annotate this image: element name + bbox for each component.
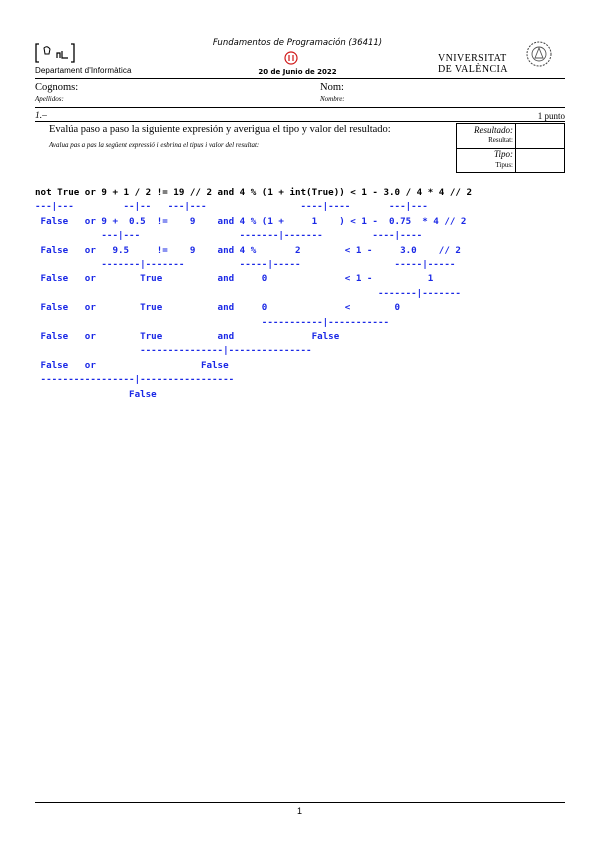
result-label: Resultado: bbox=[474, 125, 513, 135]
type-label: Tipo: bbox=[493, 149, 513, 159]
page-header: Departament d'Informàtica Fundamentos de… bbox=[0, 0, 599, 90]
course-title: Fundamentos de Programación (36411) bbox=[212, 38, 383, 48]
surname-sub-label: Apellidos: bbox=[35, 95, 64, 103]
university-wordmark: VNIVERSITAT DE VALÈNCIA bbox=[438, 53, 508, 75]
department-name: Departament d'Informàtica bbox=[35, 66, 132, 75]
question-points: 1 punto bbox=[537, 111, 565, 121]
result-sub-label: Resultat: bbox=[488, 136, 513, 144]
exam-date: 20 de Junio de 2022 bbox=[258, 68, 337, 76]
surname-label: Cognoms: bbox=[35, 82, 79, 93]
student-id-divider bbox=[35, 107, 565, 108]
student-id-row: Cognoms: Apellidos: Nom: Nombre: bbox=[35, 81, 565, 107]
evaluation-trace: not True or 9 + 1 / 2 != 19 // 2 and 4 %… bbox=[35, 186, 472, 402]
name-label: Nom: bbox=[320, 82, 344, 93]
question-divider bbox=[35, 121, 565, 122]
footer-divider bbox=[35, 802, 565, 803]
header-divider bbox=[35, 78, 565, 79]
result-box: Resultado: Resultat: Tipo: Tipus: bbox=[456, 123, 565, 173]
original-expression: not True or 9 + 1 / 2 != 19 // 2 and 4 %… bbox=[35, 187, 472, 198]
page-number: 1 bbox=[296, 806, 302, 816]
name-sub-label: Nombre: bbox=[320, 95, 345, 103]
university-line-1: VNIVERSITAT bbox=[438, 53, 507, 64]
university-seal-icon bbox=[526, 41, 552, 67]
type-sub-label: Tipus: bbox=[495, 161, 513, 169]
question-statement: Evalúa paso a paso la siguiente expresió… bbox=[49, 124, 391, 135]
university-line-2: DE VALÈNCIA bbox=[438, 64, 508, 75]
result-box-row-divider bbox=[457, 148, 564, 149]
evaluation-steps: ---|--- --|-- ---|--- ----|---- ---|--- … bbox=[35, 201, 467, 400]
question-statement-translation: Avalua pas a pas la següent expressió i … bbox=[49, 141, 260, 149]
exam-emblem-icon bbox=[284, 51, 298, 65]
department-logo-icon bbox=[35, 43, 75, 63]
question-number: 1.– bbox=[35, 111, 47, 121]
